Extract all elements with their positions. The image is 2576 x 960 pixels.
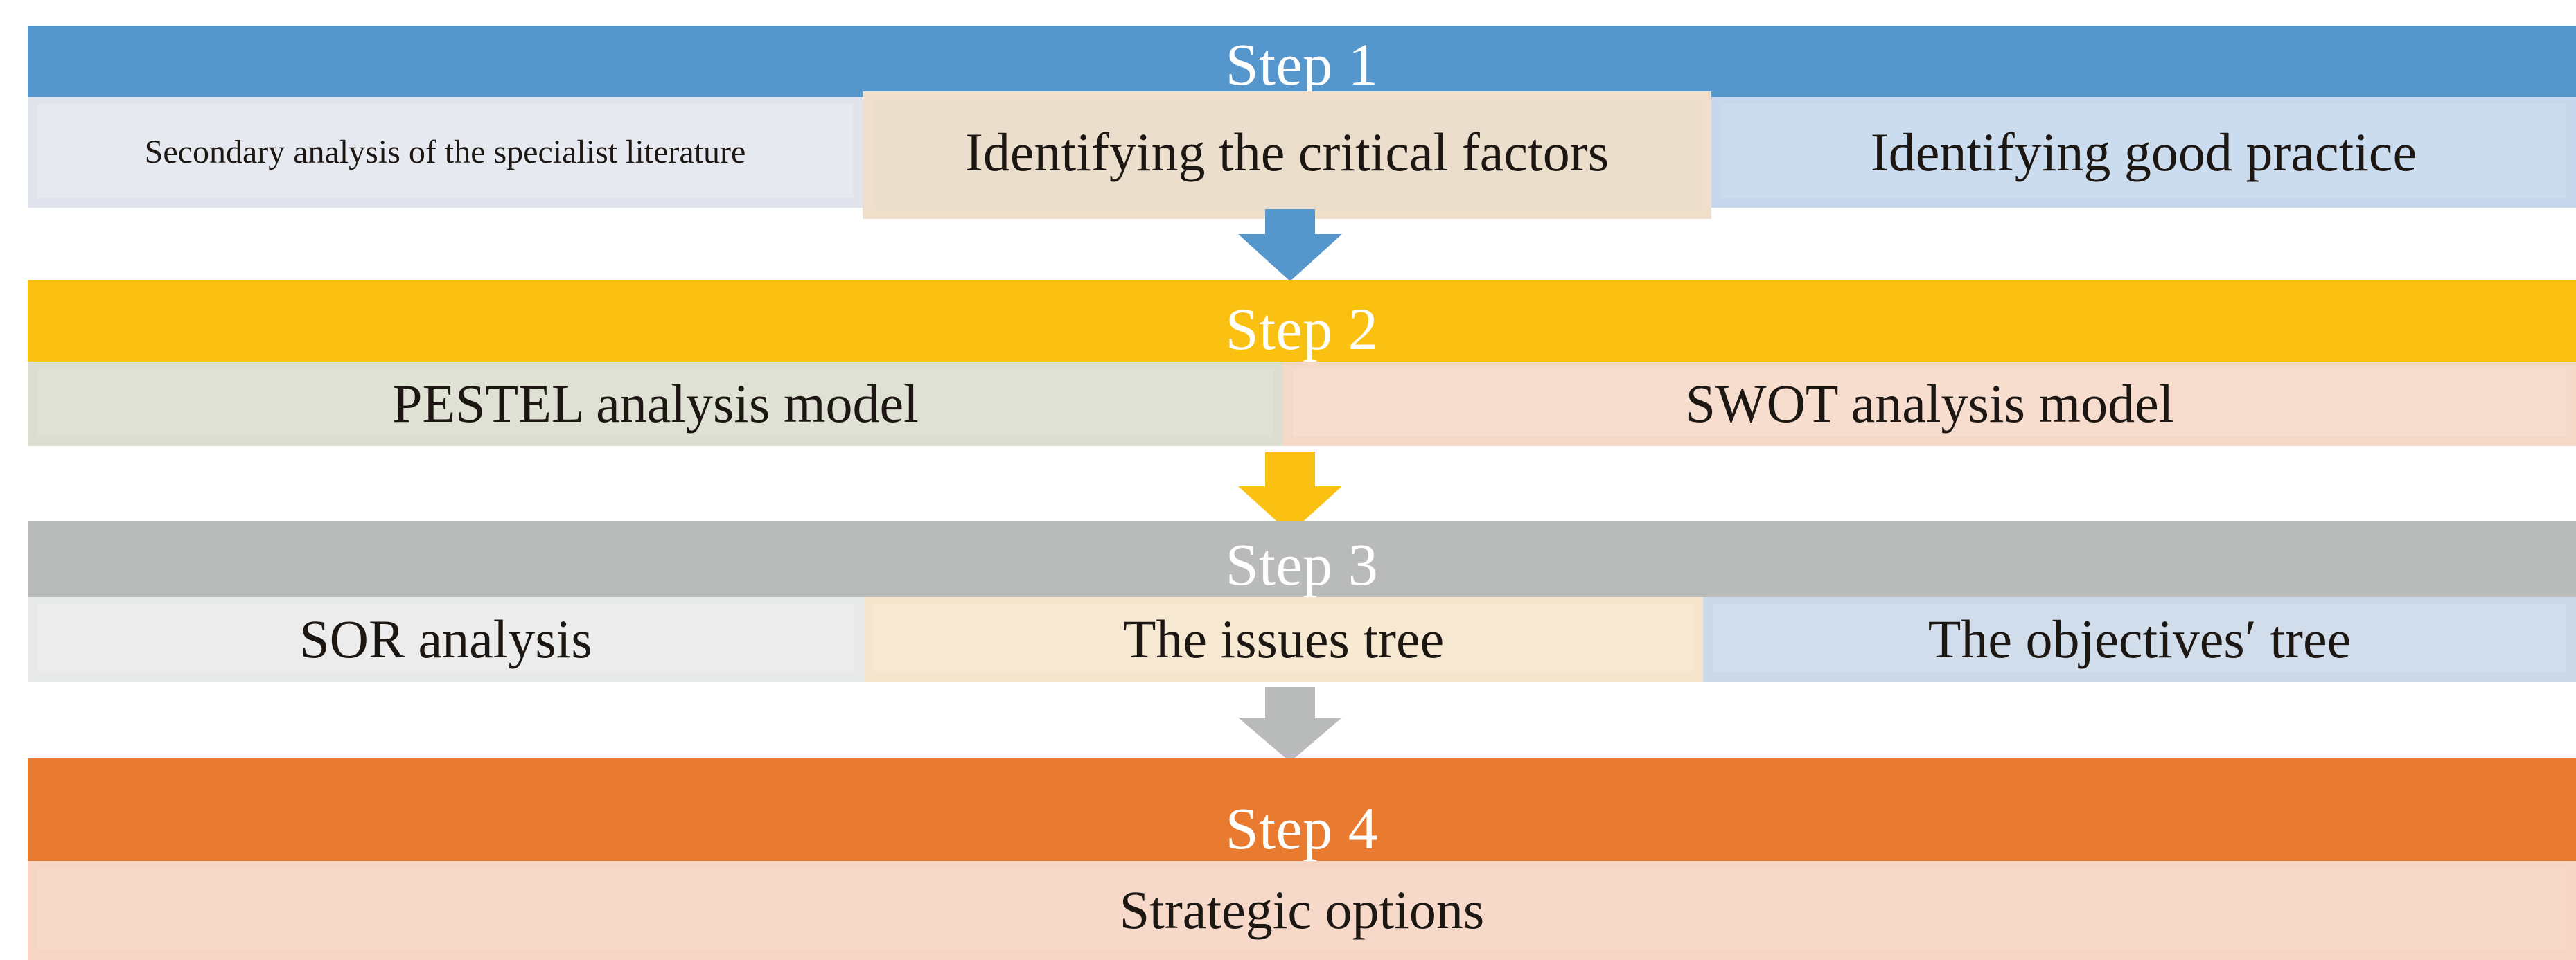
step-3-header: Step 3 bbox=[28, 521, 2576, 597]
arrow-stem bbox=[1265, 687, 1315, 718]
step-1-item-good-practice-label: Identifying good practice bbox=[1870, 121, 2417, 182]
step-3-item-objectives-tree-label: The objectives′ tree bbox=[1927, 608, 2352, 669]
arrow-head bbox=[1238, 718, 1342, 762]
step-3-item-sor-analysis[interactable]: SOR analysis bbox=[28, 597, 864, 682]
step-1-item-secondary-analysis-label: Secondary analysis of the specialist lit… bbox=[144, 133, 746, 170]
arrow-stem bbox=[1265, 452, 1315, 486]
step-3-item-issues-tree-label: The issues tree bbox=[1122, 608, 1445, 669]
step-2-item-pestel-label: PESTEL analysis model bbox=[392, 373, 919, 434]
step-1-items-row: Secondary analysis of the specialist lit… bbox=[28, 91, 2576, 219]
step-3-items-row: SOR analysis The issues tree The objecti… bbox=[28, 597, 2576, 682]
arrow-stem bbox=[1265, 199, 1315, 234]
step-4-items-row: Strategic options bbox=[28, 861, 2576, 960]
step-block-3: Step 3 SOR analysis The issues tree The … bbox=[28, 521, 2576, 682]
step-block-1: Step 1 Secondary analysis of the special… bbox=[28, 26, 2576, 219]
step-2-item-pestel[interactable]: PESTEL analysis model bbox=[28, 362, 1283, 446]
step-1-item-critical-factors-label: Identifying the critical factors bbox=[964, 121, 1609, 182]
step-1-item-good-practice[interactable]: Identifying good practice bbox=[1711, 97, 2576, 208]
step-2-items-row: PESTEL analysis model SWOT analysis mode… bbox=[28, 362, 2576, 446]
step-2-item-swot-label: SWOT analysis model bbox=[1685, 373, 2174, 434]
step-3-item-issues-tree[interactable]: The issues tree bbox=[864, 597, 1703, 682]
step-1-item-critical-factors[interactable]: Identifying the critical factors bbox=[863, 91, 1711, 219]
step-3-item-objectives-tree[interactable]: The objectives′ tree bbox=[1703, 597, 2576, 682]
step-4-header: Step 4 bbox=[28, 758, 2576, 861]
down-arrow-icon-step3-to-step4 bbox=[1238, 687, 1342, 763]
step-1-header: Step 1 bbox=[28, 26, 2576, 97]
step-block-2: Step 2 PESTEL analysis model SWOT analys… bbox=[28, 280, 2576, 446]
step-4-item-strategic-options-label: Strategic options bbox=[1119, 880, 1485, 941]
step-block-4: Step 4 Strategic options bbox=[28, 758, 2576, 960]
step-2-header: Step 2 bbox=[28, 280, 2576, 362]
step-4-item-strategic-options[interactable]: Strategic options bbox=[28, 861, 2576, 960]
step-2-item-swot[interactable]: SWOT analysis model bbox=[1283, 362, 2576, 446]
down-arrow-icon-step1-to-step2 bbox=[1238, 199, 1342, 281]
step-3-item-sor-analysis-label: SOR analysis bbox=[299, 608, 592, 669]
step-1-item-secondary-analysis[interactable]: Secondary analysis of the specialist lit… bbox=[28, 97, 863, 208]
arrow-head bbox=[1238, 234, 1342, 281]
